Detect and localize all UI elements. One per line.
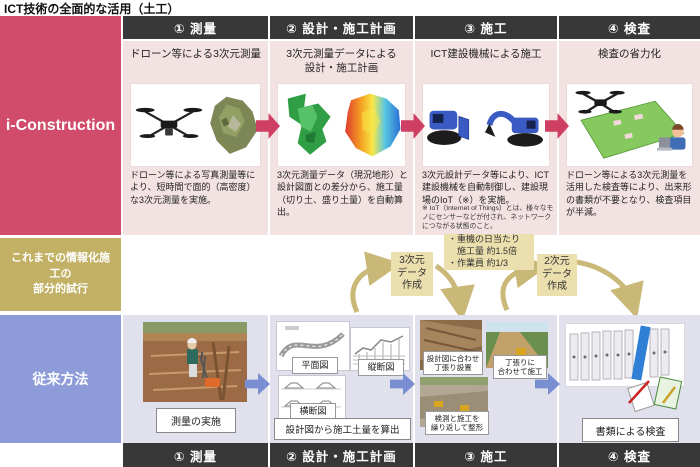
bottom-header-inspection: ④ 検査 bbox=[559, 443, 700, 467]
top-header-design: ② 設計・施工計画 bbox=[270, 16, 413, 39]
row-label-i-construction: i-Construction bbox=[0, 16, 121, 235]
aerial-terrain-photo bbox=[209, 96, 258, 154]
bottom-header-survey: ① 測量 bbox=[123, 443, 268, 467]
conventional-label: 従来方法 bbox=[32, 371, 89, 387]
inspection-drone-icon bbox=[575, 90, 625, 114]
arrow-down-from-3d-data bbox=[434, 263, 475, 315]
conv-cell-inspection: 書類による検査 bbox=[559, 315, 700, 443]
top-header-survey: ① 測量 bbox=[123, 16, 268, 39]
icon-cell-inspection: 検査の省力化 bbox=[559, 41, 700, 235]
top-header-inspection: ④ 検査 bbox=[559, 16, 700, 39]
box-productivity-stats: ・重機の日当たり 施工量 約1.5倍 ・作業員 約1/3 bbox=[444, 234, 534, 270]
inspection-subtitle: 検査の省力化 bbox=[598, 48, 661, 60]
drone-icon bbox=[135, 107, 202, 139]
arrow-up-to-3d-data bbox=[350, 251, 402, 314]
box-3d-data-creation: 3次元 データ 作成 bbox=[391, 252, 433, 296]
inspection-description: ドローン等による3次元測量を活用した検査等により、出来形の書類が不要となり、検査… bbox=[566, 170, 692, 218]
inspection-image-box bbox=[566, 83, 693, 167]
document-binders-image bbox=[565, 323, 685, 387]
top-header-construction: ③ 施工 bbox=[415, 16, 557, 39]
bottom-header-design: ② 設計・施工計画 bbox=[270, 443, 413, 467]
arrow-up-to-2d-data bbox=[500, 253, 550, 312]
survey-caption: 測量の実施 bbox=[156, 408, 236, 433]
excavator-icon bbox=[485, 110, 544, 147]
inspection-documents-icon bbox=[627, 376, 683, 413]
icon-cell-design: 3次元測量データによる 設計・施工計画 3次元測量データ（現況地形） bbox=[270, 41, 413, 235]
i-construction-label: i-Construction bbox=[5, 116, 116, 134]
row-label-partial-trial: これまでの情報化施工の 部分的試行 bbox=[0, 238, 121, 311]
row-label-conventional: 従来方法 bbox=[0, 315, 121, 443]
design-image-box bbox=[277, 83, 406, 167]
stake-construction-label: 丁張りに 合わせて施工 bbox=[493, 355, 547, 379]
construction-description: 3次元設計データ等により、ICT建設機械を自動制御し、建設現場のIoT（※）を実… bbox=[422, 170, 549, 205]
design-description: 3次元測量データ（現況地形）と設計図面との差分から、施工量（切り土、盛り土量）を… bbox=[277, 170, 409, 218]
bulldozer-icon bbox=[427, 110, 470, 145]
box-2d-data-creation: 2次元 データ 作成 bbox=[537, 254, 577, 296]
drone-survey-map-scene bbox=[575, 90, 686, 159]
heatmap-terrain-icon bbox=[344, 93, 400, 157]
conv-cell-construction: 設計図に合わせ 丁張り設置 丁張りに 合わせて施工 検測と施工を 繰り返して整形 bbox=[415, 315, 557, 443]
conv-cell-design: 平面図 縦断図 横断図 設計図から施工土量を算出 bbox=[270, 315, 413, 443]
icon-cell-construction: ICT建設機械による施工 3次元設計データ等により、ICT建設機械を自動制御し、… bbox=[415, 41, 557, 235]
iot-footnote: ※ IoT（Internet of Things）とは、様々なモノにセンサーなど… bbox=[422, 205, 554, 230]
page-title: ICT技術の全面的な活用（土工） bbox=[4, 2, 180, 16]
design-caption: 設計図から施工土量を算出 bbox=[274, 418, 411, 440]
survey-image-box bbox=[130, 83, 261, 167]
survey-description: ドローン等による写真測量等により、短時間で面的（高密度）な3次元測量を実施。 bbox=[130, 170, 256, 205]
survey-subtitle: ドローン等による3次元測量 bbox=[130, 48, 261, 60]
construction-subtitle: ICT建設機械による施工 bbox=[430, 48, 542, 60]
arrow-down-from-2d-data bbox=[575, 259, 644, 315]
design-subtitle: 3次元測量データによる 設計・施工計画 bbox=[286, 48, 397, 75]
partial-trial-label: これまでの情報化施工の 部分的試行 bbox=[11, 251, 110, 296]
bottom-header-construction: ③ 施工 bbox=[415, 443, 557, 467]
conv-cell-survey: 測量の実施 bbox=[123, 315, 268, 443]
icon-cell-survey: ドローン等による3次元測量 ドローン等による写真測量等により、短 bbox=[123, 41, 268, 235]
stake-setting-label: 設計図に合わせ 丁張り設置 bbox=[423, 351, 483, 375]
profile-label: 縦断図 bbox=[358, 359, 404, 376]
inspector-at-computer-icon bbox=[657, 124, 686, 151]
terrain-model-3d-icon bbox=[287, 93, 331, 155]
grading-label: 検測と施工を 繰り返して整形 bbox=[425, 411, 489, 435]
plan-label: 平面図 bbox=[292, 357, 338, 374]
surveyor-photo bbox=[143, 322, 247, 402]
inspection-caption: 書類による検査 bbox=[582, 418, 679, 442]
construction-image-box bbox=[422, 83, 550, 167]
